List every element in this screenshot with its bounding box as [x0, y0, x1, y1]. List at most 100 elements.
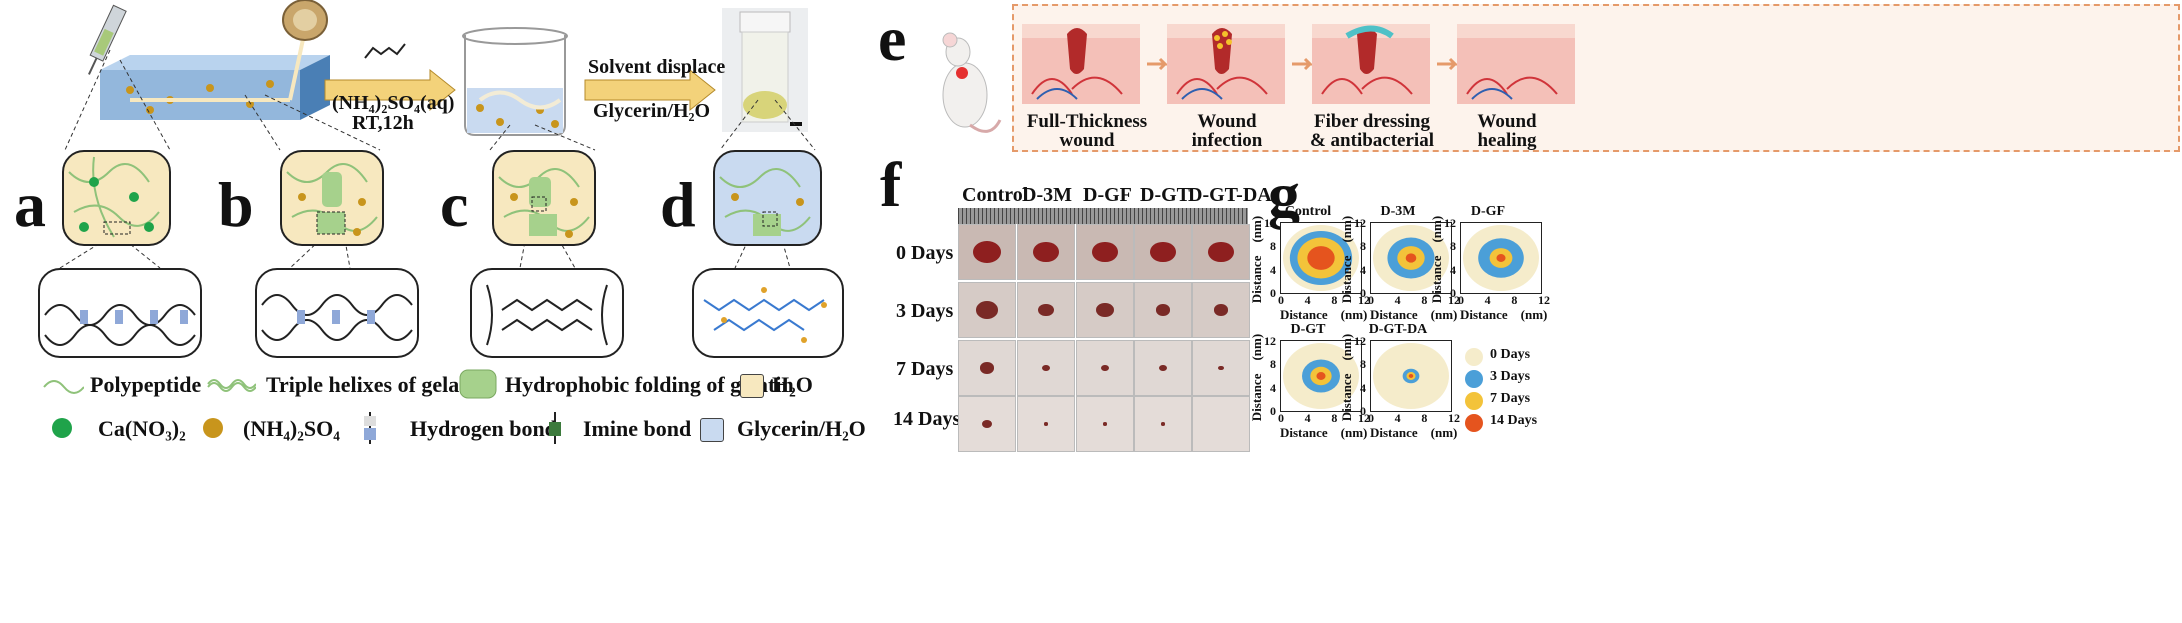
y-tick-label: 0	[1360, 286, 1366, 300]
step-label-3: Fiber dressing& antibacterial	[1309, 111, 1434, 151]
fabrication-schematic	[59, 0, 816, 269]
row-label-0-days: 0 Days	[896, 242, 954, 264]
column-label-d3m: D-3M	[1022, 184, 1072, 206]
wound-photo	[1017, 224, 1075, 280]
x-tick-label: 0	[1278, 293, 1284, 307]
x-axis-label: Distance (nm)	[1280, 307, 1368, 322]
row-label-7-days: 7 Days	[896, 358, 954, 380]
x-tick-label: 12	[1358, 411, 1370, 425]
subplot-title: D-GT	[1290, 322, 1326, 337]
x-tick-label: 0	[1368, 293, 1374, 307]
wound-photo	[1192, 282, 1250, 338]
contour-subplot	[1460, 222, 1542, 294]
wound-photo	[1134, 224, 1192, 280]
y-tick-label: 8	[1270, 357, 1276, 372]
x-tick-label: 4	[1394, 293, 1401, 307]
wound-spot	[976, 301, 998, 319]
hydrophobic-fold-icon	[459, 369, 497, 399]
wound-spot	[980, 362, 994, 374]
column-label-dgt: D-GT	[1140, 184, 1190, 206]
wound-photo	[958, 340, 1016, 396]
column-label-dgtda: D-GT-DA	[1188, 184, 1272, 206]
wound-photo	[1076, 282, 1134, 338]
wound-spot	[973, 240, 1001, 264]
legend-glycerin: Glycerin/H₂O	[737, 416, 866, 441]
x-tick-label: 4	[1304, 293, 1311, 307]
y-tick-label: 12	[1354, 334, 1366, 348]
x-tick-label: 4	[1304, 411, 1311, 425]
wound-spot	[1096, 302, 1114, 318]
x-axis-label: Distance (nm)	[1280, 425, 1368, 440]
wound-spot	[982, 420, 992, 428]
y-tick-label: 8	[1270, 239, 1276, 254]
panel-a-network	[62, 150, 171, 246]
y-tick-label: 12	[1444, 216, 1456, 230]
y-tick-label: 0	[1360, 404, 1366, 418]
wound-spot	[1042, 364, 1050, 372]
ruler-strip	[958, 208, 1248, 224]
legend-hbond: Hydrogen bond	[410, 416, 557, 441]
wound-spot	[1156, 304, 1170, 316]
x-axis-label: Distance (nm)	[1370, 307, 1458, 322]
wound-spot	[1033, 241, 1059, 263]
row-label-3-days: 3 Days	[896, 300, 954, 322]
contour-region	[1408, 374, 1414, 378]
column-label-dgf: D-GF	[1083, 184, 1132, 206]
x-tick-label: 8	[1421, 293, 1428, 307]
wound-photo	[958, 396, 1016, 452]
wound-spot	[1101, 364, 1109, 372]
y-tick-label: 0	[1450, 286, 1456, 300]
legend-0-days-dot	[1465, 348, 1483, 366]
panel-c-molecular	[470, 268, 624, 358]
wound-photo	[1134, 282, 1192, 338]
legend-0-days: 0 Days	[1490, 347, 1531, 362]
wound-process-illustrations	[1022, 24, 1575, 104]
y-tick-label: 0	[1270, 404, 1276, 418]
y-tick-label: 4	[1270, 380, 1276, 395]
legend-3-days: 3 Days	[1490, 369, 1531, 384]
y-tick-label: 4	[1360, 380, 1366, 395]
wound-photo	[1134, 340, 1192, 396]
wound-spot	[1092, 241, 1118, 263]
y-axis-label: Distance (nm)	[1339, 215, 1355, 304]
wound-photo	[1017, 340, 1075, 396]
subplot-title: Control	[1284, 204, 1332, 219]
polypeptide-icon	[43, 380, 84, 394]
x-tick-label: 12	[1448, 411, 1460, 425]
legend-ca: Ca(NO₃)₂	[98, 416, 186, 441]
y-tick-label: 8	[1360, 239, 1366, 254]
wound-spot	[1044, 422, 1048, 426]
legend-14-days-dot	[1465, 414, 1483, 432]
x-axis-label: Distance (nm)	[1370, 425, 1458, 440]
wound-photo	[1017, 396, 1075, 452]
legend-3-days-dot	[1465, 370, 1483, 388]
subplot-title: D-3M	[1380, 204, 1416, 219]
y-tick-label: 4	[1360, 262, 1366, 277]
wound-photo	[1192, 224, 1250, 280]
panel-d-molecular	[692, 268, 844, 358]
panel-label-d: d	[660, 169, 696, 240]
y-tick-label: 12	[1264, 216, 1276, 230]
wound-photo	[958, 282, 1016, 338]
arrow2-solvent: Glycerin/H₂O	[593, 100, 711, 122]
x-axis-label: Distance (nm)	[1460, 307, 1548, 322]
y-tick-label: 4	[1450, 262, 1456, 277]
wound-photo	[958, 224, 1016, 280]
arrow1-reagent: (NH₄)₂SO₄(aq)	[332, 92, 455, 114]
x-tick-label: 12	[1538, 293, 1550, 307]
contour-subplot	[1280, 340, 1362, 412]
wound-photo	[1076, 396, 1134, 452]
wound-spot	[1214, 304, 1228, 316]
x-tick-label: 0	[1458, 293, 1464, 307]
nh4-dot-icon	[203, 418, 223, 438]
contour-region	[1316, 372, 1326, 380]
row-label-14-days: 14 Days	[893, 408, 961, 430]
glycerin-swatch-icon	[700, 418, 724, 442]
panel-label-e: e	[878, 3, 907, 74]
x-tick-label: 0	[1278, 411, 1284, 425]
panel-b-network	[280, 150, 384, 246]
contour-region	[1496, 254, 1506, 262]
y-tick-label: 8	[1450, 239, 1456, 254]
wound-spot	[1150, 241, 1176, 263]
